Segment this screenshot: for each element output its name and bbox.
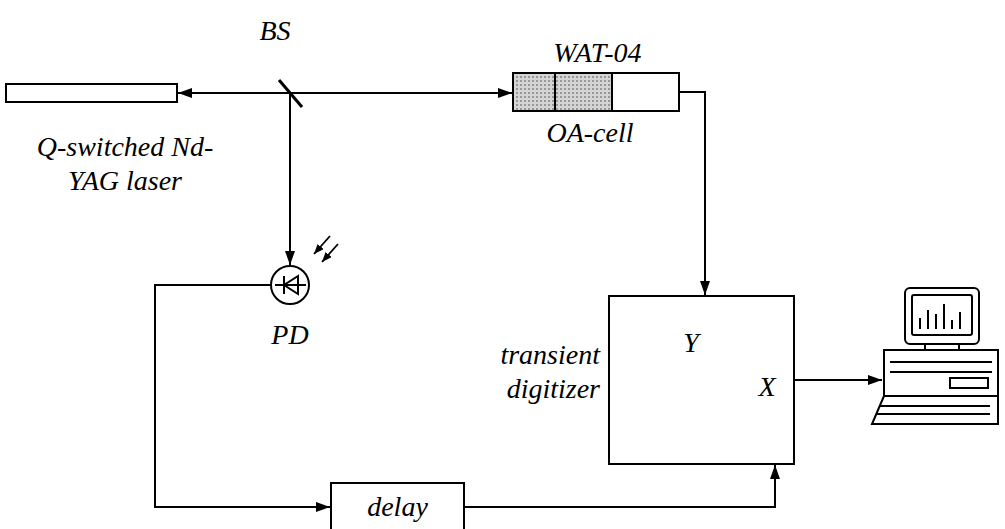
signal-connector — [155, 285, 330, 507]
cell-divider — [554, 72, 556, 112]
laser-box: Q-switched Nd-YAG laser — [0, 80, 250, 210]
label-holder: BS — [245, 14, 305, 48]
node-outline — [270, 265, 310, 305]
digitizer-label: transient digitizer — [455, 338, 600, 406]
photodiode: PD — [260, 263, 320, 359]
input-label: X — [758, 370, 775, 404]
data-link-arrow — [795, 379, 882, 381]
text-holder: Y — [676, 326, 706, 360]
text-holder: delay — [330, 490, 465, 524]
part-label: BS — [259, 14, 290, 48]
photodiode-label: PD — [271, 318, 308, 352]
delay-box: delay — [325, 482, 475, 529]
laser-label: Q-switched Nd-YAG laser — [25, 130, 225, 198]
text-holder: Q-switched Nd-YAG laser — [25, 130, 225, 198]
text-holder: PD — [255, 318, 325, 352]
cell-label: OA-cell — [546, 116, 633, 150]
light-arrows — [314, 236, 338, 262]
cell-heading: WAT-04 — [553, 36, 641, 70]
node-outline — [512, 72, 680, 112]
optoacoustic-cell: WAT-04OA-cell — [505, 36, 690, 156]
cell-window-shading — [514, 74, 612, 110]
signal-connector — [680, 92, 705, 295]
text-holder: OA-cell — [515, 116, 665, 150]
digitizer-box: transient digitizer Y X — [455, 295, 795, 465]
delay-label: delay — [367, 490, 428, 524]
text-holder: WAT-04 — [505, 36, 690, 70]
signal-connector — [465, 465, 775, 507]
cell-divider — [611, 72, 613, 112]
photodiode-symbol — [275, 276, 306, 294]
signal-connector — [178, 93, 290, 265]
text-holder: transient digitizer — [455, 338, 600, 406]
input-label: Y — [683, 326, 699, 360]
text-holder: X — [752, 370, 782, 404]
node-outline — [5, 83, 178, 103]
computer-icon — [872, 288, 998, 424]
